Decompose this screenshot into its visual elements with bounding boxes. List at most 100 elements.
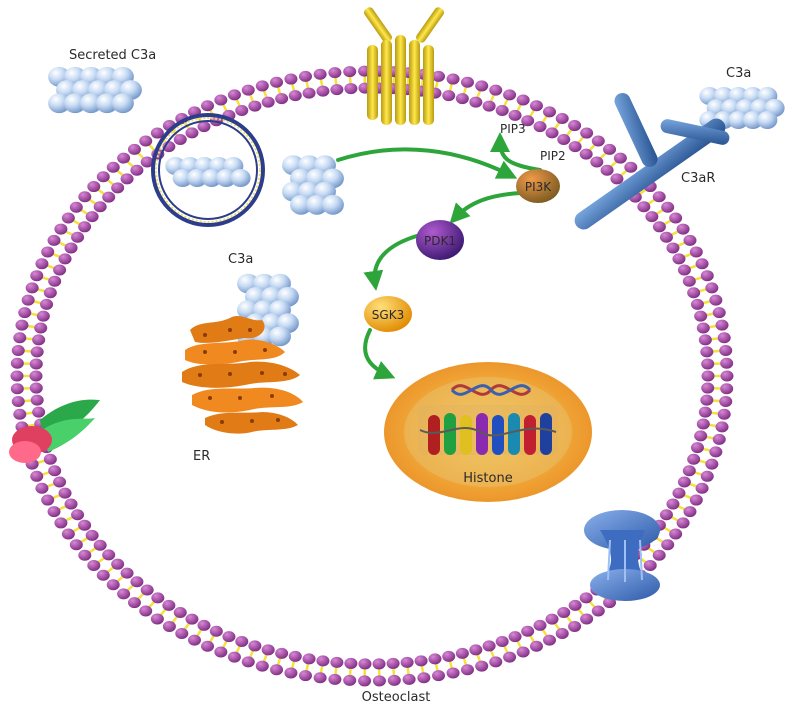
lipid-head [201,100,215,112]
lipid-head [275,647,289,659]
c3a-subunit [268,326,291,347]
lipid-head [85,529,99,541]
lipid-head [715,319,729,331]
label-pdk1: PDK1 [424,234,456,248]
lipid-head [58,487,72,499]
lipid-head [235,105,249,117]
arrow-pi3k-to-pdk1 [449,191,522,224]
lipid-head [330,84,344,96]
lipid-head [591,135,605,147]
lipid-head [533,619,547,631]
lipid-head [173,134,187,146]
lipid-head [270,76,284,88]
lipid-head [372,658,386,670]
lipid-head [529,100,543,112]
lipid-head [270,664,284,676]
lipid-head [185,127,199,139]
lipid-head [298,670,312,682]
lipid-head [469,96,483,108]
lipid-head [330,656,344,668]
lipid-head [261,96,275,108]
lipid-head [712,307,726,319]
lipid-head [698,334,712,346]
lipid-head [715,421,729,433]
lipid-head [69,201,83,213]
lipid-head [603,143,617,155]
lipid-head [78,221,92,233]
c3a-subunit [728,111,749,129]
lipid-head [150,613,164,625]
lipid-head [78,549,92,561]
arrow-c3a-to-pi3k [336,147,518,179]
lipid-head [689,246,703,258]
lipid-head [120,567,134,579]
lipid-head [343,66,357,78]
lipid-head [719,396,733,408]
c3a-subunit [172,169,193,187]
endoplasmic-reticulum [182,316,303,434]
lipid-head [503,651,517,663]
lipid-head [140,584,154,596]
lipid-head [175,628,189,640]
arrow-sgk3-to-nucleus [363,328,396,380]
c3a-subunit [95,93,118,114]
lipid-head [659,231,673,243]
lipid-head [255,80,269,92]
lipid-head [516,646,530,658]
label-pip3: PIP3 [500,122,526,136]
lipid-head [140,156,154,168]
lipid-head [130,164,144,176]
lipid-head [10,357,24,369]
lipid-head [30,470,44,482]
lipid-head [695,258,709,270]
lipid-head [41,246,55,258]
lipid-head [10,383,24,395]
lipid-head [610,173,624,185]
lipid-head [469,644,483,656]
lipid-head [666,242,680,254]
c3a-subunit [201,169,222,187]
lipid-head [18,307,32,319]
lipid-head [58,253,72,265]
lipid-head [313,672,327,684]
lipid-head [676,517,690,529]
lipid-head [402,673,416,685]
lipid-head [222,631,236,643]
lipid-head [690,298,704,310]
label-er: ER [193,449,210,464]
lipid-head [61,528,75,540]
membrane-channel-left [9,399,100,463]
lipid-head [61,212,75,224]
lipid-head [102,191,116,203]
lipid-head [669,528,683,540]
lipid-head [521,625,535,637]
lipid-head [197,619,211,631]
lipid-head [701,358,715,370]
lipid-head [700,394,714,406]
lipid-head [442,90,456,102]
lipid-head [53,476,67,488]
lipid-head [255,660,269,672]
lipid-head [489,84,503,96]
lipid-head [579,592,593,604]
lipid-head [32,334,46,346]
label-sgk3: SGK3 [372,308,404,322]
lipid-head [197,121,211,133]
lipid-head [652,191,666,203]
lipid-head [516,94,530,106]
lipid-head [241,656,255,668]
lipid-head [284,667,298,679]
label-pip2: PIP2 [540,149,566,163]
lipid-head [489,656,503,668]
c3a-subunit [305,194,328,215]
lipid-head [372,675,386,687]
lipid-head [579,148,593,160]
lipid-head [624,161,638,173]
lipid-head [111,558,125,570]
lipid-head [543,106,556,118]
lipid-head [460,76,474,88]
lipid-head [201,640,215,652]
lipid-head [717,408,731,420]
lipid-head [344,83,358,95]
lipid-head [432,70,446,82]
